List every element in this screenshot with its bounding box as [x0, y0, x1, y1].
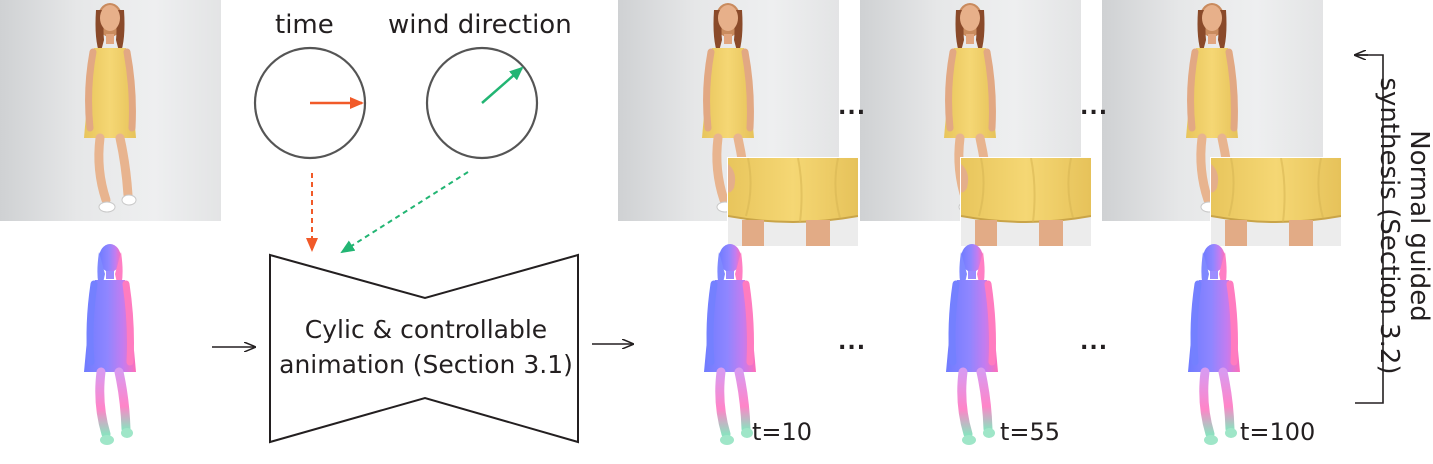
ellipsis-bottom-1: ...	[838, 330, 867, 355]
side-label-line2: synthesis (Section 3.2)	[1374, 77, 1404, 375]
frame-label-3: t=100	[1240, 418, 1316, 446]
compass-dial-icon	[425, 46, 539, 160]
side-label-line1: Normal guided	[1404, 130, 1433, 322]
ellipsis-bottom-2: ...	[1080, 330, 1109, 355]
wind-control-arrow	[340, 171, 469, 254]
zoom-inset-1	[727, 157, 859, 247]
synthesis-bracket	[1355, 54, 1384, 404]
ellipsis-top-1: ...	[838, 95, 867, 120]
wind-direction-label: wind direction	[388, 10, 572, 40]
zoom-inset-3	[1210, 157, 1342, 247]
network-label: Cylic & controllable animation (Section …	[271, 312, 581, 382]
ellipsis-top-2: ...	[1080, 95, 1109, 120]
network-label-line2: animation (Section 3.1)	[279, 350, 573, 379]
source-photo	[0, 0, 221, 221]
frame-label-2: t=55	[1000, 418, 1061, 446]
frame-label-1: t=10	[752, 418, 813, 446]
clock-dial-icon	[253, 46, 367, 160]
time-label: time	[275, 10, 334, 40]
network-label-line1: Cylic & controllable	[304, 315, 548, 344]
animation-network-shape	[269, 253, 579, 444]
side-label: Normal guided synthesis (Section 3.2)	[1374, 26, 1433, 426]
zoom-inset-2	[960, 157, 1092, 247]
